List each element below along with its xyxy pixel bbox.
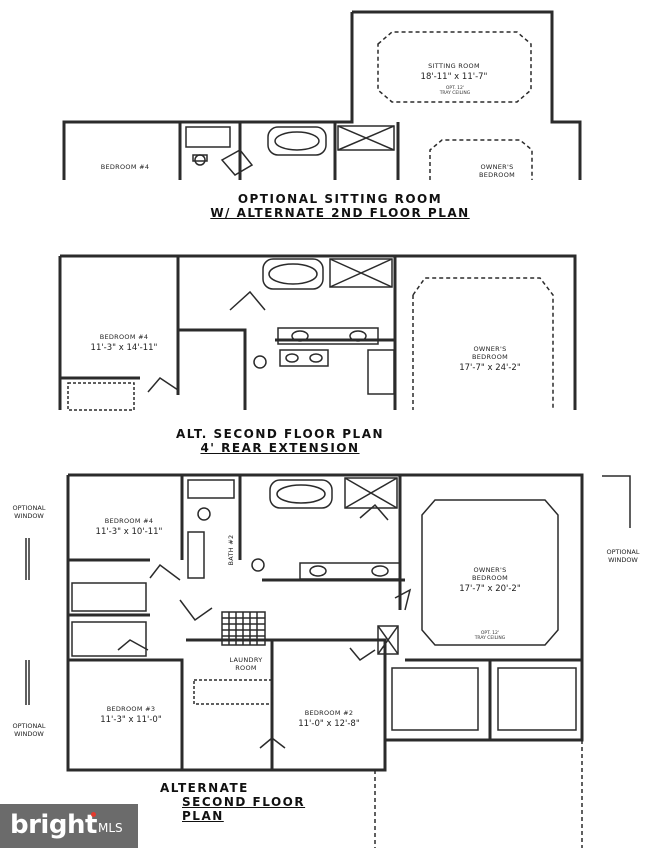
caption-optional-sitting-room: OPTIONAL SITTING ROOM W/ ALTERNATE 2ND F…	[180, 192, 500, 220]
plan3-bedroom4-dims: 11'-3" x 10'-11"	[95, 527, 163, 537]
plan1-sitting-room-name: SITTING ROOM	[428, 62, 480, 70]
plan3-details	[25, 475, 631, 848]
plan3-bath2-label: BATH #2	[227, 530, 235, 570]
caption-mid-line1: ALT. SECOND FLOOR PLAN	[175, 427, 385, 441]
plan1-owners-label: OWNER'S BEDROOM	[462, 163, 532, 179]
plan3-bedroom3-dims: 11'-3" x 11'-0"	[100, 715, 162, 725]
opt-window-right-line1: OPTIONAL	[606, 548, 640, 556]
logo-dot-icon	[91, 812, 96, 817]
plan3-bedroom3-name: BEDROOM #3	[106, 705, 156, 713]
opt-window-right-line2: WINDOW	[608, 556, 638, 564]
plan3-owners-name1: OWNER'S	[473, 566, 507, 574]
plan3-bedroom4-label: BEDROOM #4 11'-3" x 10'-11"	[74, 517, 184, 537]
plan3-bedroom3-label: BEDROOM #3 11'-3" x 11'-0"	[76, 705, 186, 725]
plan3-laundry-name1: LAUNDRY	[229, 656, 263, 664]
mls-text: MLS	[98, 821, 123, 835]
plan3-bath2-name: BATH #2	[227, 534, 235, 566]
plan3-note-line2: TRAY CEILING	[474, 636, 506, 641]
caption-alt-second-floor: ALT. SECOND FLOOR PLAN 4' REAR EXTENSION	[150, 427, 410, 455]
caption-top-line1: OPTIONAL SITTING ROOM	[237, 192, 443, 206]
plan1-bedroom4-label: BEDROOM #4	[85, 163, 165, 171]
plan3-walls	[66, 473, 584, 772]
plan3-bedroom2-name: BEDROOM #2	[304, 709, 354, 717]
opt-window-left-bottom-line2: WINDOW	[14, 730, 44, 738]
plan2-owners-name1: OWNER'S	[473, 345, 507, 353]
plan3-owners-name2: BEDROOM	[471, 574, 509, 582]
plan1-note-line1: OPT. 12'	[445, 86, 465, 91]
plan1-details	[185, 31, 533, 180]
plan3-bedroom2-label: BEDROOM #2 11'-0" x 12'-8"	[274, 709, 384, 729]
plan2-owners-label: OWNER'S BEDROOM 17'-7" x 24'-2"	[440, 345, 540, 373]
plan2-bedroom4-dims: 11'-3" x 14'-11"	[90, 343, 158, 353]
plan1-owners-name2: BEDROOM	[478, 171, 516, 179]
plan3-laundry-name2: ROOM	[235, 664, 257, 672]
bright-logo-text: bright	[10, 810, 97, 840]
plan3-laundry-label: LAUNDRY ROOM	[216, 656, 276, 672]
caption-top-line2: W/ ALTERNATE 2ND FLOOR PLAN	[210, 206, 470, 220]
opt-window-left-top-line2: WINDOW	[14, 512, 44, 520]
plan3-bedroom4-name: BEDROOM #4	[104, 517, 154, 525]
bright-mls-logo: bright MLS	[0, 804, 138, 848]
plan2-owners-dims: 17'-7" x 24'-2"	[459, 363, 521, 373]
plan1-sitting-room-dims: 18'-11" x 11'-7"	[420, 72, 488, 82]
plan3-owners-note: OPT. 12' TRAY CEILING	[455, 631, 525, 641]
plan2-owners-name2: BEDROOM	[471, 353, 509, 361]
plan1-walls	[62, 10, 582, 180]
plan3-owners-label: OWNER'S BEDROOM 17'-7" x 20'-2"	[440, 566, 540, 594]
plan2-bedroom4-name: BEDROOM #4	[99, 333, 149, 341]
plan1-bedroom4-name: BEDROOM #4	[100, 163, 150, 171]
plan3-note-line1: OPT. 12'	[480, 631, 500, 636]
plan2-details	[67, 258, 554, 411]
opt-window-left-bottom-line1: OPTIONAL	[12, 722, 46, 730]
plan3-optional-window-left-bottom: OPTIONAL WINDOW	[4, 722, 54, 738]
plan3-owners-dims: 17'-7" x 20'-2"	[459, 584, 521, 594]
caption-alternate-second-floor: ALTERNATE SECOND FLOOR PLAN	[160, 781, 330, 823]
plan3-optional-window-left-top: OPTIONAL WINDOW	[4, 504, 54, 520]
caption-bottom-line2: SECOND FLOOR PLAN	[182, 795, 306, 823]
caption-mid-line2: 4' REAR EXTENSION	[200, 441, 360, 455]
caption-bottom-line1: ALTERNATE	[160, 781, 249, 795]
plan3-optional-window-right: OPTIONAL WINDOW	[598, 548, 648, 564]
plan1-owners-name1: OWNER'S	[480, 163, 514, 171]
plan1-sitting-room-note: OPT. 12' TRAY CEILING	[420, 86, 490, 96]
plan3-bedroom2-dims: 11'-0" x 12'-8"	[298, 719, 360, 729]
opt-window-left-top-line1: OPTIONAL	[12, 504, 46, 512]
plan1-sitting-room-label: SITTING ROOM 18'-11" x 11'-7"	[404, 62, 504, 82]
plan2-bedroom4-label: BEDROOM #4 11'-3" x 14'-11"	[74, 333, 174, 353]
plan1-note-line2: TRAY CEILING	[439, 91, 471, 96]
